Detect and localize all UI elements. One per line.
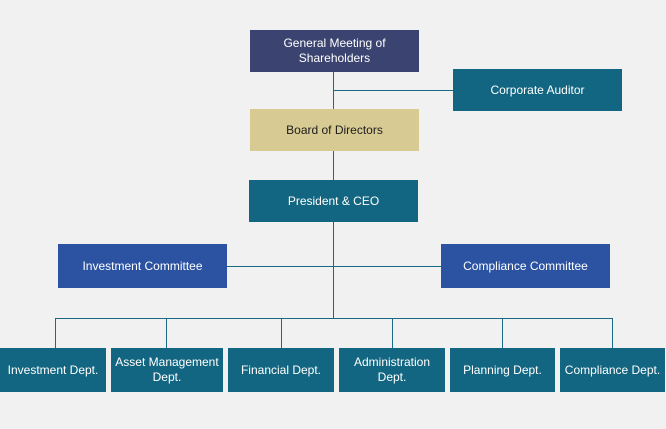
department-label: Planning Dept. — [463, 362, 542, 377]
investment-committee-box: Investment Committee — [58, 244, 227, 288]
department-label: Asset Management Dept. — [115, 355, 219, 384]
shareholders-label: General Meeting of Shareholders — [283, 36, 386, 65]
compliance-committee-label: Compliance Committee — [463, 258, 588, 273]
compliance-committee-box: Compliance Committee — [441, 244, 610, 288]
connector-dept-5 — [502, 318, 503, 349]
department-administration-box: Administration Dept. — [339, 348, 445, 392]
department-label: Financial Dept. — [240, 362, 322, 377]
connector-auditor — [333, 90, 454, 91]
connector-dept-1 — [55, 318, 56, 349]
connector-ceo-down — [333, 222, 334, 319]
ceo-box: President & CEO — [249, 180, 418, 222]
department-compliance-box: Compliance Dept. — [560, 348, 665, 392]
connector-dept-3 — [281, 318, 282, 349]
department-asset-management-box: Asset Management Dept. — [111, 348, 223, 392]
shareholders-box: General Meeting of Shareholders — [250, 30, 419, 72]
board-of-directors-box: Board of Directors — [250, 109, 419, 151]
ceo-label: President & CEO — [287, 193, 380, 208]
department-investment-box: Investment Dept. — [0, 348, 106, 392]
department-planning-box: Planning Dept. — [450, 348, 555, 392]
connector-departments-bus — [55, 318, 613, 319]
department-label: Administration Dept. — [353, 355, 431, 384]
department-label: Investment Dept. — [7, 362, 99, 377]
department-label: Compliance Dept. — [564, 362, 661, 377]
connector-dept-4 — [392, 318, 393, 349]
investment-committee-label: Investment Committee — [82, 258, 203, 273]
connector-dept-2 — [166, 318, 167, 349]
corporate-auditor-box: Corporate Auditor — [453, 69, 622, 111]
corporate-auditor-label: Corporate Auditor — [490, 82, 585, 97]
department-financial-box: Financial Dept. — [228, 348, 334, 392]
connector-committees — [226, 266, 442, 267]
connector-dept-6 — [612, 318, 613, 349]
board-of-directors-label: Board of Directors — [286, 122, 383, 137]
